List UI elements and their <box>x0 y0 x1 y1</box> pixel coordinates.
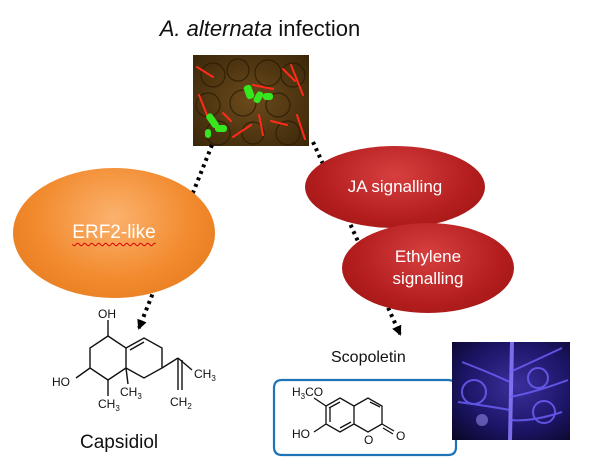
capsidiol-structure: OH HO CH3 CH3 CH3 CH2 <box>52 307 216 413</box>
scopoletin-h3co-rest: CO <box>305 385 323 399</box>
svg-text:CH3: CH3 <box>120 385 142 401</box>
capsidiol-ch3-mid: CH <box>120 385 137 399</box>
capsidiol-label: Capsidiol <box>80 432 159 453</box>
scopoletin-label: Scopoletin <box>331 349 406 366</box>
scopoletin-h3co-h: H <box>292 385 301 399</box>
ethylene-label-line2: signalling <box>392 269 464 288</box>
capsidiol-ch3-right-sub: 3 <box>211 374 216 383</box>
title-infection: infection <box>272 16 361 41</box>
svg-text:H3CO: H3CO <box>292 385 323 401</box>
diagram-title: A. alternata infection <box>0 16 520 42</box>
infection-micrograph <box>193 55 309 146</box>
ja-label: JA signalling <box>347 177 443 196</box>
svg-text:CH3: CH3 <box>194 367 216 383</box>
capsidiol-ch3-left-sub: 3 <box>115 404 120 413</box>
scopoletin-o-keto: O <box>396 429 405 443</box>
capsidiol-ho-left: HO <box>52 375 70 389</box>
scopoletin-h3co-sub: 3 <box>301 392 306 401</box>
erf2-like-node: ERF2-like <box>13 168 215 298</box>
capsidiol-ch3-right: CH <box>194 367 211 381</box>
svg-text:CH3: CH3 <box>98 397 120 413</box>
title-species: A. alternata <box>159 16 273 41</box>
capsidiol-ch2-sub: 2 <box>187 402 192 411</box>
capsidiol-ch3-left: CH <box>98 397 115 411</box>
ethylene-signalling-node: Ethylene signalling <box>342 223 514 313</box>
scopoletin-ho: HO <box>292 427 310 441</box>
svg-text:CH2: CH2 <box>170 395 192 411</box>
capsidiol-ch2: CH <box>170 395 187 409</box>
scopoletin-o-ring: O <box>364 433 373 447</box>
capsidiol-oh-top: OH <box>98 307 116 321</box>
scopoletin-fluorescence-image <box>452 342 570 440</box>
ethylene-label-line1: Ethylene <box>394 247 462 266</box>
erf2-label: ERF2-like <box>72 222 156 243</box>
capsidiol-ch3-mid-sub: 3 <box>137 392 142 401</box>
ja-signalling-node: JA signalling <box>305 146 485 228</box>
